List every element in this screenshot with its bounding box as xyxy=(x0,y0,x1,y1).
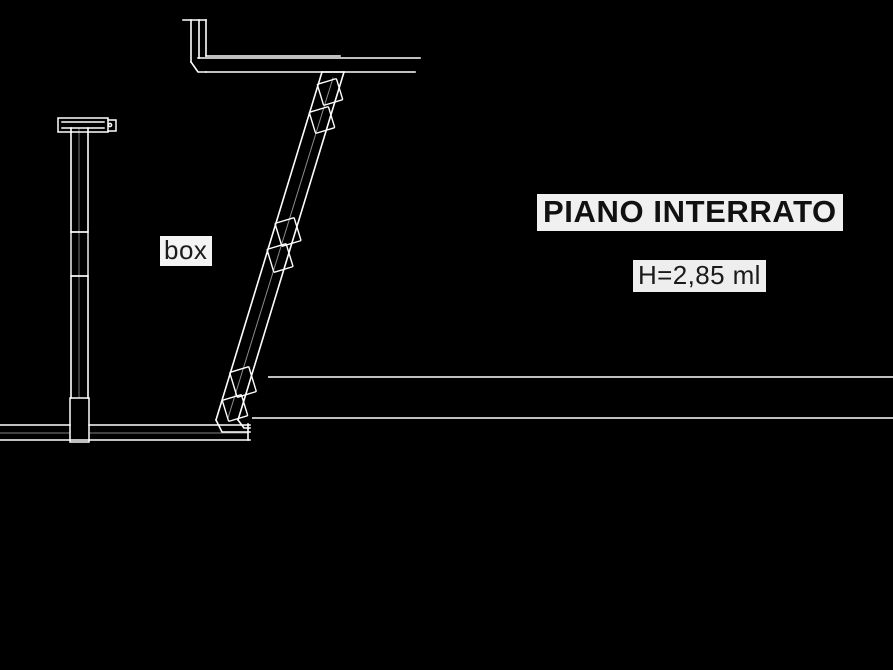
bottom-horizontal-wall xyxy=(0,424,251,441)
left-vertical-wall xyxy=(70,127,89,399)
top-horizontal-wall xyxy=(197,55,421,73)
ramp-segment-blocks xyxy=(221,78,344,422)
top-vertical-stub-wall xyxy=(182,19,207,73)
left-wall-base-pillar xyxy=(69,397,90,443)
left-wall-door-opening xyxy=(70,231,89,277)
ramp-foot-corner xyxy=(214,418,251,441)
left-wall-top-cap xyxy=(57,117,117,133)
